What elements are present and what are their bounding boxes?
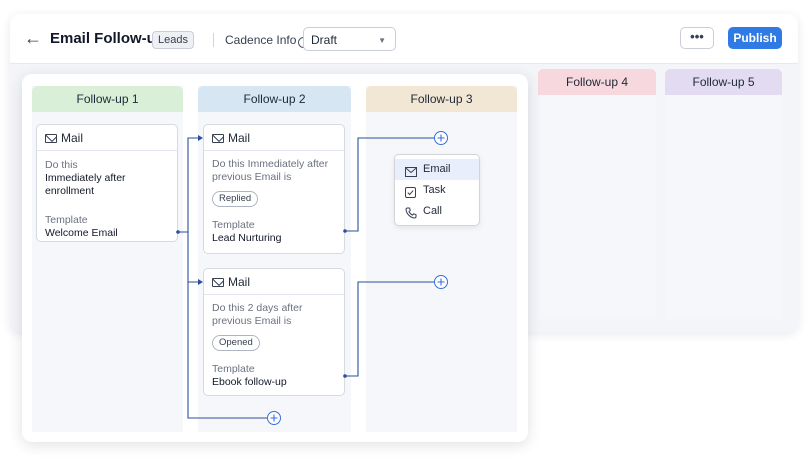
column-header: Follow-up 4	[538, 69, 656, 95]
menu-item-task[interactable]: Task	[395, 180, 479, 201]
column-follow-up-3: Follow-up 3	[366, 86, 517, 432]
column-header: Follow-up 3	[366, 86, 517, 112]
do-label: Do this	[45, 159, 78, 171]
column-header: Follow-up 1	[32, 86, 183, 112]
card-type: Mail	[61, 131, 84, 145]
column-header: Follow-up 5	[665, 69, 782, 95]
page-title: Email Follow-up	[50, 30, 165, 47]
menu-item-email[interactable]: Email	[395, 159, 479, 180]
template-value: Lead Nurturing	[212, 232, 282, 244]
task-checkbox-icon	[405, 185, 416, 206]
add-step-menu: Email Task Call	[394, 154, 480, 226]
template-value: Welcome Email	[45, 227, 118, 239]
status-select-value: Draft	[311, 33, 338, 47]
card-type: Mail	[228, 275, 251, 289]
step-card[interactable]: Mail Do this Immediately after previous …	[203, 124, 345, 254]
column-follow-up-5: Follow-up 5	[665, 69, 782, 319]
mail-icon	[45, 134, 57, 143]
template-label: Template	[212, 363, 255, 375]
menu-item-call[interactable]: Call	[395, 201, 479, 222]
template-label: Template	[45, 214, 88, 226]
card-header: Mail	[204, 269, 344, 295]
step-card[interactable]: Mail Do this Immediately after enrollmen…	[36, 124, 178, 242]
mail-icon	[212, 278, 224, 287]
chevron-down-icon: ▼	[378, 36, 386, 45]
back-arrow-icon[interactable]: ←	[24, 28, 42, 48]
cadence-info[interactable]: Cadence Infoi	[225, 32, 310, 48]
cadence-info-label: Cadence Info	[225, 33, 297, 47]
menu-item-label: Call	[423, 205, 442, 217]
column-follow-up-4: Follow-up 4	[538, 69, 656, 319]
template-value: Ebook follow-up	[212, 376, 287, 388]
card-type: Mail	[228, 131, 251, 145]
status-chip: Replied	[212, 191, 259, 207]
do-value: Immediately after enrollment	[45, 172, 126, 197]
do-text: Do this Immediately after previous Email…	[212, 158, 329, 183]
status-select[interactable]: Draft ▼	[303, 27, 396, 51]
header-divider	[213, 33, 214, 47]
more-options-button[interactable]: •••	[680, 27, 714, 49]
mail-icon	[405, 164, 417, 185]
menu-item-label: Task	[423, 184, 446, 196]
publish-button[interactable]: Publish	[728, 27, 782, 49]
card-header: Mail	[37, 125, 177, 151]
card-header: Mail	[204, 125, 344, 151]
template-label: Template	[212, 219, 255, 231]
step-card[interactable]: Mail Do this 2 days after previous Email…	[203, 268, 345, 396]
header-bar: ← Email Follow-up Leads Cadence Infoi Dr…	[10, 14, 798, 64]
column-header: Follow-up 2	[198, 86, 351, 112]
phone-icon	[405, 206, 417, 227]
menu-item-label: Email	[423, 163, 451, 175]
status-chip: Opened	[212, 335, 260, 351]
do-text: Do this 2 days after previous Email is	[212, 302, 303, 327]
module-badge: Leads	[152, 31, 194, 49]
mail-icon	[212, 134, 224, 143]
